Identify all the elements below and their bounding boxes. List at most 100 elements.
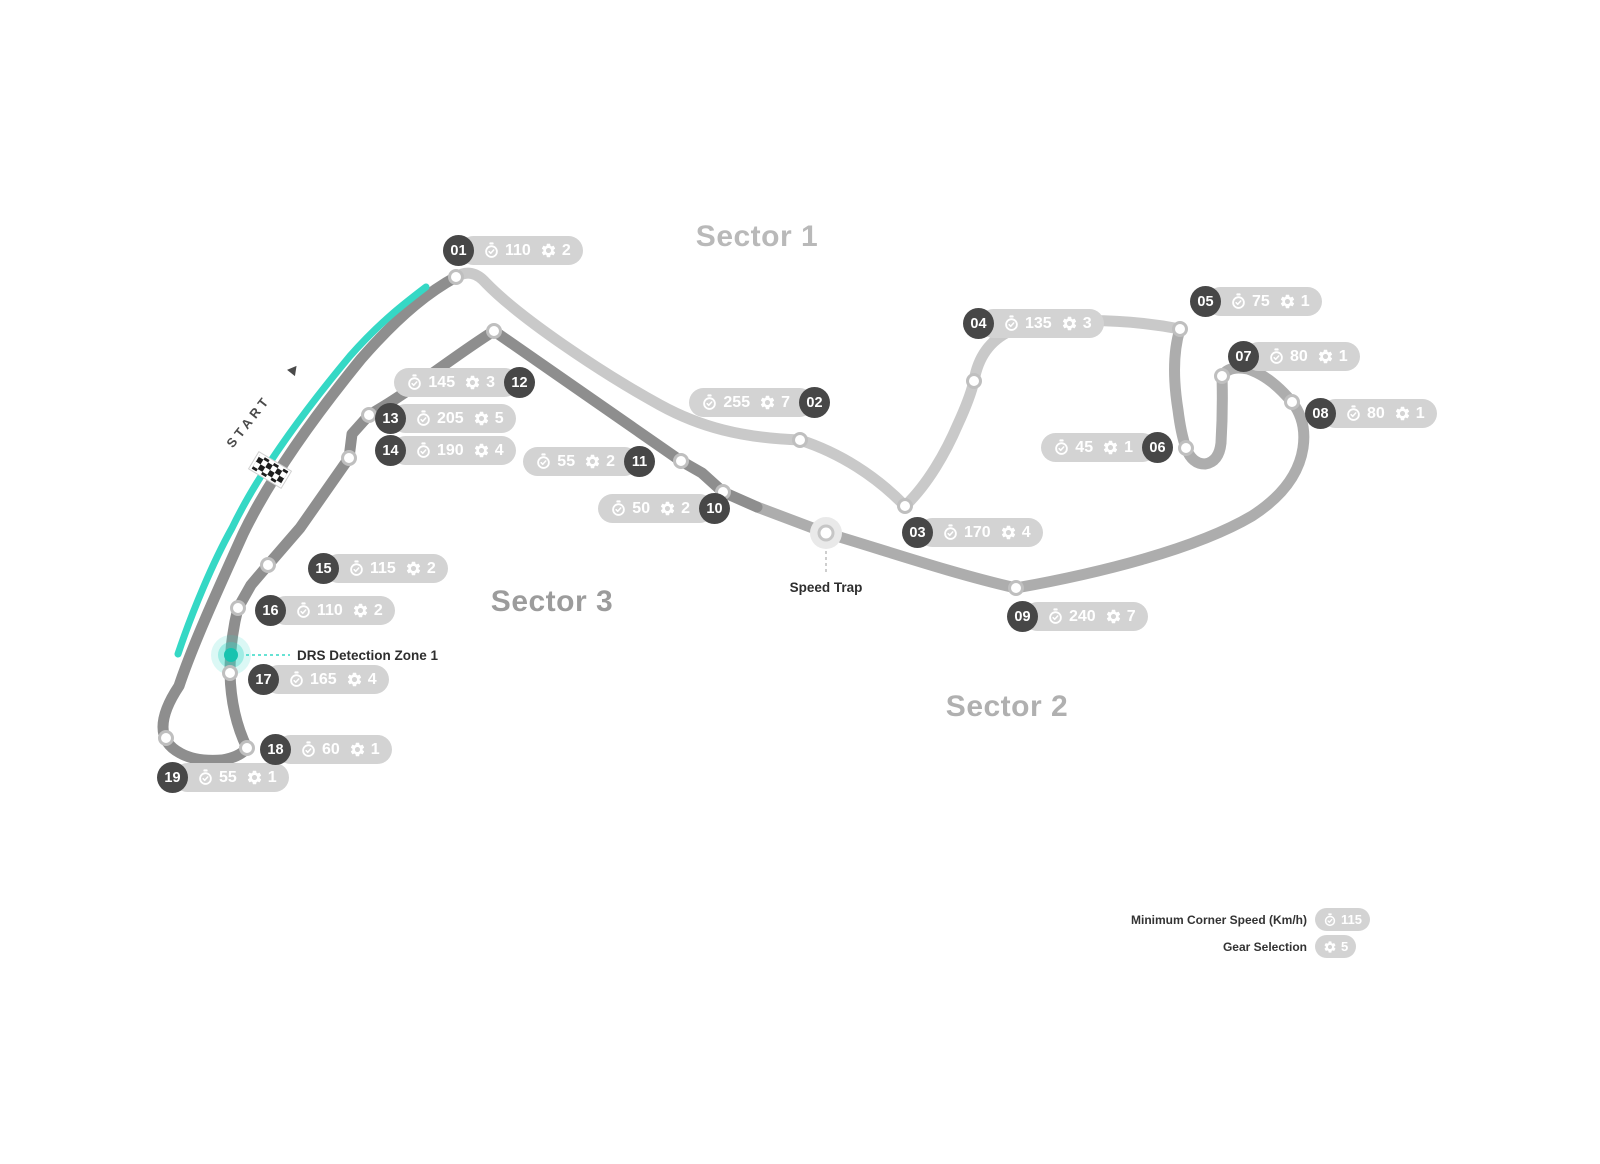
stopwatch-icon <box>942 524 959 541</box>
corner-speed: 145 <box>428 373 456 391</box>
gear-icon <box>1102 439 1119 456</box>
start-label: START <box>223 392 273 450</box>
corner-speed: 50 <box>632 499 651 517</box>
gear-icon <box>352 602 369 619</box>
stopwatch-icon <box>1003 315 1020 332</box>
corner-gear: 1 <box>1338 347 1348 365</box>
corner-gear: 2 <box>426 559 436 577</box>
legend-gear-selection-pill: 5 <box>1315 935 1357 958</box>
corner-speed: 205 <box>437 409 464 427</box>
corner-number: 05 <box>1190 286 1221 317</box>
corner-dot-18 <box>239 740 255 756</box>
corner-pill: 115 2 <box>324 554 448 583</box>
corner-dot-12 <box>486 323 502 339</box>
corner-pill: 110 2 <box>459 236 583 265</box>
corner-gear: 3 <box>1082 314 1092 332</box>
corner-dot-19 <box>158 730 174 746</box>
corner-speed: 110 <box>505 241 531 259</box>
corner-dot-7 <box>1214 368 1230 384</box>
corner-dot-13 <box>361 407 377 423</box>
gear-icon <box>584 453 601 470</box>
gear-icon <box>1317 348 1334 365</box>
legend-min-corner-speed-row: Minimum Corner Speed (Km/h) 115 <box>1107 908 1370 931</box>
corner-dot-11 <box>673 453 689 469</box>
corner-gear: 5 <box>494 409 504 427</box>
corner-number: 13 <box>375 403 406 434</box>
stopwatch-icon <box>348 560 365 577</box>
corner-number: 04 <box>963 308 994 339</box>
corner-gear: 4 <box>494 441 504 459</box>
stopwatch-icon <box>1053 439 1070 456</box>
corner-dot-4 <box>966 373 982 389</box>
gear-icon <box>346 671 363 688</box>
corner-dot-3 <box>897 498 913 514</box>
legend-gear-selection-value: 5 <box>1341 939 1349 954</box>
corner-dot-17 <box>222 665 238 681</box>
corner-number: 08 <box>1305 398 1336 429</box>
corner-speed: 135 <box>1025 314 1052 332</box>
corner-number: 01 <box>443 235 474 266</box>
corner-number: 17 <box>248 664 279 695</box>
corner-speed: 110 <box>317 601 343 619</box>
drs-detection-zone-label: DRS Detection Zone 1 <box>297 648 439 663</box>
legend-min-corner-speed-pill: 115 <box>1315 908 1370 931</box>
corner-gear: 2 <box>681 499 690 517</box>
drs-zone-path <box>174 283 430 658</box>
corner-speed: 75 <box>1252 292 1270 310</box>
corner-number: 19 <box>157 762 188 793</box>
corner-gear: 1 <box>267 768 277 786</box>
corner-gear: 4 <box>1021 523 1031 541</box>
stopwatch-icon <box>535 453 552 470</box>
corner-dot-9 <box>1008 580 1024 596</box>
corner-speed: 165 <box>310 670 337 688</box>
stopwatch-icon <box>406 374 423 391</box>
gear-icon <box>1000 524 1017 541</box>
corner-gear: 1 <box>1300 292 1310 310</box>
track-sector3-path <box>157 271 763 766</box>
speed-trap-marker <box>810 517 842 574</box>
corner-dot-8 <box>1284 394 1300 410</box>
gear-icon <box>1394 405 1411 422</box>
corner-number: 12 <box>504 367 535 398</box>
gear-icon <box>659 500 676 517</box>
corner-number: 10 <box>699 493 730 524</box>
corner-speed: 55 <box>219 768 237 786</box>
corner-gear: 2 <box>561 241 571 259</box>
corner-speed: 255 <box>723 393 751 411</box>
corner-speed: 80 <box>1367 404 1385 422</box>
corner-marker-15: 15 115 2 <box>308 553 448 584</box>
corner-number: 15 <box>308 553 339 584</box>
corner-number: 07 <box>1228 341 1259 372</box>
corner-gear: 1 <box>370 740 380 758</box>
corner-speed: 80 <box>1290 347 1308 365</box>
corner-pill: 75 1 <box>1206 287 1322 316</box>
gear-icon <box>1105 608 1122 625</box>
corner-gear: 4 <box>367 670 377 688</box>
corner-pill: 80 1 <box>1244 342 1360 371</box>
stopwatch-icon <box>1345 405 1362 422</box>
corner-speed: 115 <box>370 559 396 577</box>
stopwatch-icon <box>1047 608 1064 625</box>
corner-speed: 45 <box>1075 438 1094 456</box>
start-arrow-icon <box>287 365 297 377</box>
corner-marker-19: 19 55 1 <box>157 762 289 793</box>
sector-3-label: Sector 3 <box>490 585 614 618</box>
corner-speed: 190 <box>437 441 464 459</box>
stopwatch-icon <box>415 410 432 427</box>
